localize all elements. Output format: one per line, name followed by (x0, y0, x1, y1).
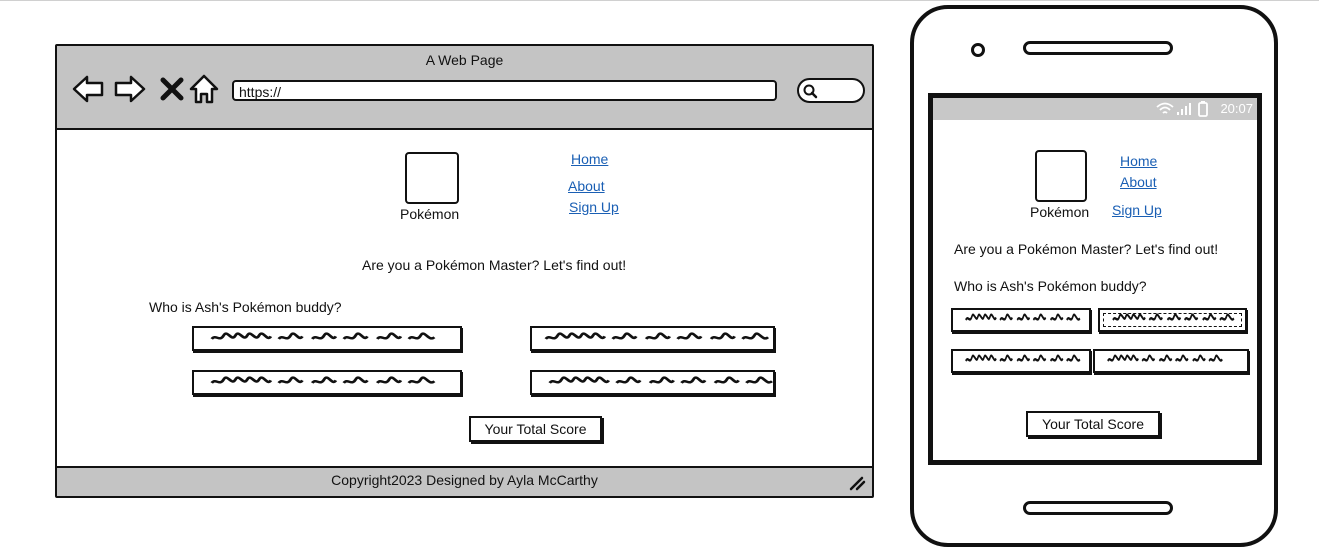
pokemon-logo-placeholder (1035, 150, 1087, 202)
home-icon[interactable] (187, 72, 221, 106)
forward-arrow-icon[interactable] (113, 72, 147, 106)
back-arrow-icon[interactable] (71, 72, 105, 106)
status-bar: 20:07 (933, 98, 1257, 120)
intro-text: Are you a Pokémon Master? Let's find out… (954, 241, 1219, 257)
battery-icon (1198, 101, 1208, 117)
close-icon[interactable] (155, 72, 189, 106)
logo-caption: Pokémon (400, 206, 460, 222)
nav-link-home[interactable]: Home (1120, 153, 1158, 169)
nav-link-sign-up[interactable]: Sign Up (569, 199, 619, 215)
placeholder-text-scribble (1106, 354, 1224, 363)
nav-link-home[interactable]: Home (571, 151, 609, 167)
top-divider (0, 0, 1319, 1)
answer-option-3[interactable] (951, 349, 1091, 373)
mobile-phone-frame: 20:07 Pokémon Home About Sign Up Are you… (910, 5, 1278, 547)
intro-text: Are you a Pokémon Master? Let's find out… (362, 257, 627, 273)
window-title: A Web Page (425, 52, 504, 68)
footer-copyright: Copyright2023 Designed by Ayla McCarthy (331, 472, 598, 488)
desktop-browser-window: A Web Page https:// Pokémon Home About S… (55, 44, 874, 498)
pokemon-logo-placeholder (405, 152, 459, 204)
question-text: Who is Ash's Pokémon buddy? (954, 278, 1147, 294)
answer-option-3[interactable] (192, 370, 462, 395)
url-input[interactable]: https:// (232, 80, 777, 101)
status-time: 20:07 (1220, 101, 1253, 116)
nav-link-about[interactable]: About (1120, 174, 1157, 190)
answer-option-1[interactable] (192, 326, 462, 351)
browser-toolbar: A Web Page https:// (57, 46, 872, 130)
mobile-screen: 20:07 Pokémon Home About Sign Up Are you… (928, 93, 1262, 465)
page-footer: Copyright2023 Designed by Ayla McCarthy (57, 466, 872, 496)
signal-icon (1177, 103, 1191, 115)
home-button[interactable] (1023, 501, 1173, 515)
earpiece-speaker (1023, 41, 1173, 55)
wifi-icon (1156, 102, 1174, 114)
nav-link-sign-up[interactable]: Sign Up (1112, 202, 1162, 218)
placeholder-text-scribble (210, 376, 436, 385)
resize-grip-icon[interactable] (848, 475, 866, 491)
placeholder-text-scribble (964, 313, 1082, 322)
answer-option-4[interactable] (530, 370, 775, 395)
answer-option-4[interactable] (1093, 349, 1249, 373)
nav-link-about[interactable]: About (568, 178, 605, 194)
logo-caption: Pokémon (1030, 204, 1090, 220)
question-text: Who is Ash's Pokémon buddy? (149, 299, 342, 315)
answer-option-2[interactable] (530, 326, 775, 351)
placeholder-text-scribble (548, 376, 773, 385)
answer-option-1[interactable] (951, 308, 1091, 332)
search-icon (803, 84, 818, 99)
placeholder-text-scribble (210, 332, 436, 341)
answer-option-2-selected[interactable] (1098, 308, 1247, 332)
placeholder-text-scribble (964, 354, 1082, 363)
total-score-button[interactable]: Your Total Score (1026, 411, 1160, 437)
placeholder-text-scribble (1111, 313, 1236, 322)
front-camera (971, 43, 985, 57)
total-score-button[interactable]: Your Total Score (469, 416, 602, 442)
placeholder-text-scribble (544, 332, 770, 341)
search-button[interactable] (797, 78, 865, 103)
